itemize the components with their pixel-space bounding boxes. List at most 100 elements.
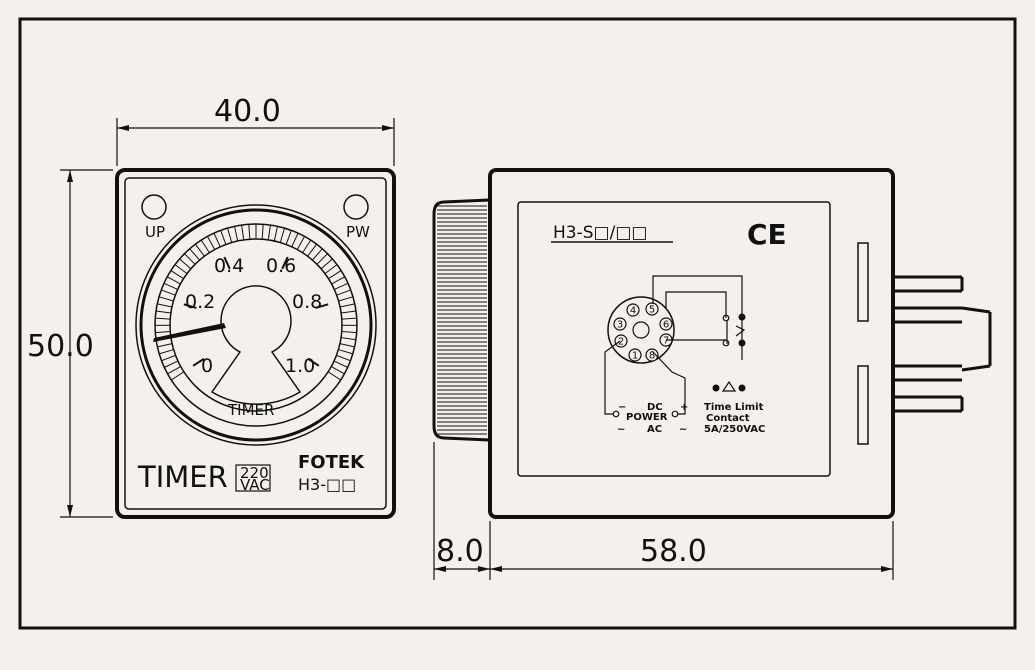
dial-tick bbox=[341, 338, 356, 340]
dimension-body-depth: 58.0 bbox=[640, 534, 707, 569]
scale-label-0.6: 0.6 bbox=[266, 255, 296, 277]
dial-tick bbox=[156, 311, 171, 313]
dial-tick bbox=[312, 249, 322, 260]
side-model: H3-S□/□□ bbox=[553, 223, 647, 243]
dial-tick bbox=[162, 355, 176, 360]
dial-tick bbox=[297, 236, 304, 249]
dial-tick bbox=[184, 254, 195, 265]
dial-tick bbox=[180, 259, 191, 269]
dial-tick bbox=[201, 240, 209, 253]
dial-tick bbox=[171, 372, 184, 380]
ce-mark: CE bbox=[747, 218, 787, 251]
dial-tick bbox=[221, 230, 226, 244]
brand-logo: FOTEK bbox=[298, 452, 365, 473]
dial-tick bbox=[157, 344, 172, 347]
plus-sign: + bbox=[680, 402, 688, 413]
scale-label-0.2: 0.2 bbox=[185, 291, 215, 313]
dial-tick bbox=[341, 311, 356, 313]
pw-label: PW bbox=[346, 223, 370, 241]
tilde-right: ~ bbox=[679, 424, 687, 435]
dial-tick bbox=[207, 236, 214, 249]
dial-tick bbox=[171, 271, 184, 279]
contact-triangle bbox=[723, 382, 735, 391]
dial-tick bbox=[167, 277, 180, 284]
connector-pins bbox=[893, 277, 990, 411]
dial-tick bbox=[175, 265, 187, 274]
dial-tick bbox=[340, 344, 355, 347]
dial-tick bbox=[274, 226, 277, 241]
scale-label-1.0: 1.0 bbox=[285, 355, 315, 377]
dial-tick bbox=[334, 283, 348, 289]
up-indicator-led bbox=[142, 195, 166, 219]
contact-nc-dot bbox=[739, 385, 746, 392]
dial-tick bbox=[280, 228, 284, 242]
pin-5-label: 5 bbox=[649, 305, 655, 316]
dial-tick bbox=[242, 225, 244, 240]
dial-tick bbox=[190, 249, 200, 260]
dial-tick bbox=[249, 224, 250, 239]
dial-timer-label: TIMER bbox=[227, 401, 274, 419]
mount-slot-bottom bbox=[858, 366, 868, 444]
timer-dial[interactable]: 0 0.2 0.4 0.6 0.8 1.0 TIMER bbox=[136, 205, 376, 445]
voltage-bottom: VAC bbox=[240, 476, 270, 494]
pin-8-label: 8 bbox=[649, 351, 655, 362]
ac-label: AC bbox=[647, 424, 662, 435]
dial-tick bbox=[331, 367, 344, 374]
pin-4-label: 4 bbox=[630, 306, 636, 317]
pin-6-label: 6 bbox=[663, 320, 669, 331]
dimension-height: 50.0 bbox=[27, 329, 94, 364]
scale-label-0: 0 bbox=[201, 355, 213, 377]
power-label: POWER bbox=[626, 412, 668, 423]
dial-tick bbox=[317, 254, 328, 265]
dial-tick bbox=[155, 331, 170, 332]
tilde-left: ~ bbox=[617, 424, 625, 435]
pin-7-label: 7 bbox=[663, 336, 669, 347]
dial-tick bbox=[168, 367, 181, 374]
dimension-lines bbox=[60, 118, 893, 580]
pin-1-label: 1 bbox=[632, 351, 638, 362]
dial-tick bbox=[332, 277, 345, 284]
dimension-width: 40.0 bbox=[214, 94, 281, 129]
contact-no-dot bbox=[713, 385, 720, 392]
dial-tick bbox=[328, 271, 341, 279]
dial-tick bbox=[340, 304, 355, 307]
dial-tick bbox=[292, 233, 298, 247]
dial-tick bbox=[159, 350, 173, 354]
dimension-knob-depth: 8.0 bbox=[436, 534, 484, 569]
dial-tick bbox=[155, 318, 170, 319]
scale-label-0.4: 0.4 bbox=[214, 255, 244, 277]
dial-tick bbox=[336, 355, 350, 360]
dial-tick bbox=[325, 265, 337, 274]
socket-key bbox=[633, 322, 649, 338]
dial-tick bbox=[164, 361, 178, 367]
dial-tick bbox=[262, 224, 263, 239]
dial-pointer bbox=[153, 323, 226, 342]
dial-tick bbox=[308, 244, 317, 256]
dial-tick bbox=[303, 240, 311, 253]
contact-label: Contact bbox=[706, 413, 750, 424]
pin-3-label: 3 bbox=[617, 320, 623, 331]
dial-tick bbox=[268, 225, 270, 240]
product-name: TIMER bbox=[137, 460, 228, 494]
dial-tick bbox=[164, 283, 178, 289]
dial-tick bbox=[338, 350, 352, 354]
dial-tick bbox=[195, 244, 204, 256]
dial-tick bbox=[161, 290, 175, 295]
front-view: UP PW 0 0.2 0.4 0.6 0.8 1.0 TIMER TIMER bbox=[117, 170, 394, 517]
dial-tick bbox=[339, 297, 353, 301]
dial-tick bbox=[342, 331, 357, 332]
dial-tick bbox=[214, 233, 220, 247]
dial-tick bbox=[227, 228, 231, 242]
dial-tick bbox=[337, 290, 351, 295]
dial-tick bbox=[286, 230, 291, 244]
rating-label: 5A/250VAC bbox=[704, 424, 765, 435]
scale-label-0.8: 0.8 bbox=[292, 291, 322, 313]
power-indicator-led bbox=[344, 195, 368, 219]
dial-tick bbox=[334, 361, 348, 367]
mount-slot-top bbox=[858, 243, 868, 321]
